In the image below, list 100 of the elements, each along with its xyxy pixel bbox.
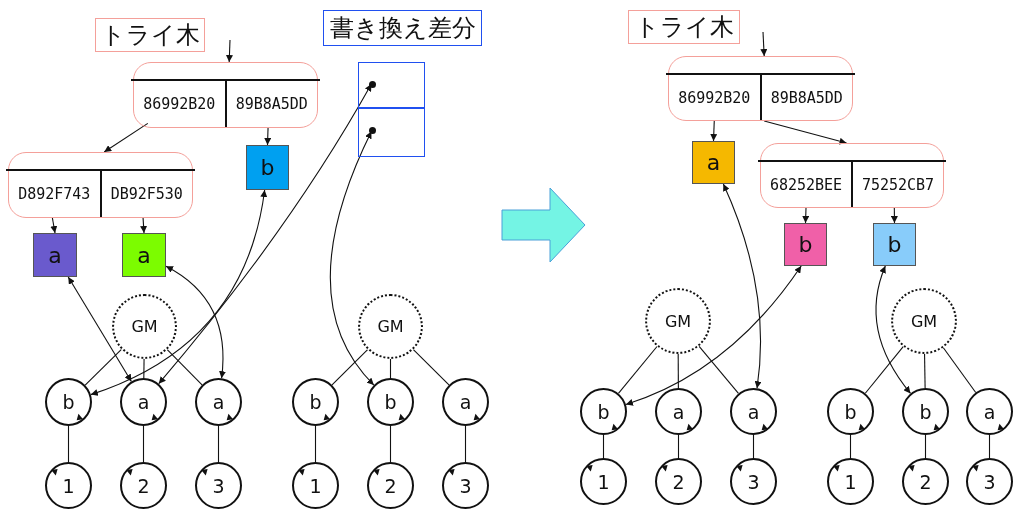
leaf-label: b (887, 232, 902, 257)
node-label: a (983, 400, 996, 423)
tree-node-circle (730, 458, 777, 505)
node-label: a (137, 391, 150, 413)
leaf-label: a (137, 242, 151, 268)
tree-node-circle (442, 378, 489, 426)
diff-table-cell (358, 62, 425, 108)
node-label: b (919, 400, 932, 423)
arrow (763, 120, 848, 145)
connector-line (752, 434, 755, 459)
tree-node-circle (367, 378, 414, 426)
hash-key: 86992B20 (143, 95, 216, 113)
trie-node-box (668, 56, 853, 121)
leaf-label: b (260, 155, 275, 180)
node-label: 2 (672, 470, 685, 493)
arrow (158, 83, 372, 385)
title-box (628, 10, 740, 44)
tree-node-circle (655, 388, 702, 435)
arrow (225, 39, 233, 63)
node-label: b (309, 391, 322, 413)
tree-node-circle (827, 388, 874, 435)
connector-line (142, 425, 145, 463)
node-label: 1 (844, 470, 857, 493)
tree-node-circle (902, 388, 949, 435)
hash-key: 68252BEE (769, 175, 843, 194)
leaf-box (873, 223, 916, 266)
arrow (67, 276, 132, 382)
leaf-box (246, 145, 289, 190)
arrow (875, 265, 912, 394)
arrow (760, 31, 768, 57)
trie-node-box (760, 143, 944, 208)
node-label: 3 (747, 470, 760, 493)
node-label: GM (910, 311, 938, 331)
tree-node-circle (45, 462, 92, 509)
connector-line (331, 349, 369, 386)
node-label: GM (131, 317, 158, 336)
connector-line (166, 349, 203, 386)
tree-node-circle (580, 388, 627, 435)
node-label: b (597, 400, 610, 423)
connector-line (67, 425, 70, 463)
arrow (625, 265, 802, 406)
tree-node-circle (195, 378, 242, 426)
tree-node-circle (292, 378, 339, 426)
connector-line (924, 353, 926, 389)
connector-line (389, 425, 392, 463)
tree-node-circle (966, 388, 1013, 435)
tree-node-circle (827, 458, 874, 505)
node-label: 3 (212, 474, 225, 497)
connector-line (698, 345, 739, 394)
arrow (140, 217, 148, 234)
node-label: GM (377, 317, 404, 336)
tree-node-circle (730, 388, 777, 435)
tree-node-circle (580, 458, 627, 505)
connector-line (849, 434, 852, 459)
connector-line (314, 425, 317, 463)
connector-line (942, 347, 977, 393)
hash-key: 89B8A5DD (235, 95, 308, 113)
arrow (710, 120, 718, 142)
leaf-label: a (48, 242, 62, 268)
connector-line (143, 358, 145, 379)
trie-node-box (133, 62, 318, 128)
node-label: b (62, 391, 75, 413)
arrow (165, 265, 226, 379)
connector-line (864, 346, 904, 394)
leaf-box (33, 233, 77, 277)
connector-line (412, 349, 450, 386)
tree-node-circle (292, 462, 339, 509)
node-label: GM (664, 311, 692, 331)
node-label: a (212, 391, 225, 413)
hash-key: 89B8A5DD (770, 88, 843, 107)
arrow (722, 183, 762, 389)
node-label: 1 (597, 470, 610, 493)
tree-node-circle (442, 462, 489, 509)
node-label: 3 (983, 470, 996, 493)
hash-key: D892F743 (18, 185, 91, 203)
connector-line (617, 345, 658, 394)
tree-node-circle (195, 462, 242, 509)
tree-node-circle (120, 462, 167, 509)
node-label: 1 (309, 474, 322, 497)
hash-key: 75252CB7 (861, 175, 935, 194)
connector-line (677, 353, 679, 389)
node-label: b (844, 400, 857, 423)
arrow (103, 122, 149, 153)
title-text: 書き換え差分 (329, 13, 476, 44)
node-label: 2 (919, 470, 932, 493)
arrow (90, 189, 267, 396)
group-circle (112, 294, 177, 359)
hash-key: 86992B20 (678, 88, 751, 107)
tree-node-circle (902, 458, 949, 505)
node-label: a (459, 391, 472, 413)
title-text: トライ木 (100, 20, 200, 51)
node-label: 2 (137, 474, 150, 497)
connector-line (602, 434, 605, 459)
arrow (802, 207, 810, 224)
arrow (50, 217, 58, 234)
node-label: 1 (62, 474, 75, 497)
leaf-box (122, 233, 166, 277)
leaf-label: b (798, 232, 813, 257)
arrow (264, 127, 272, 146)
connector-line (677, 434, 680, 459)
